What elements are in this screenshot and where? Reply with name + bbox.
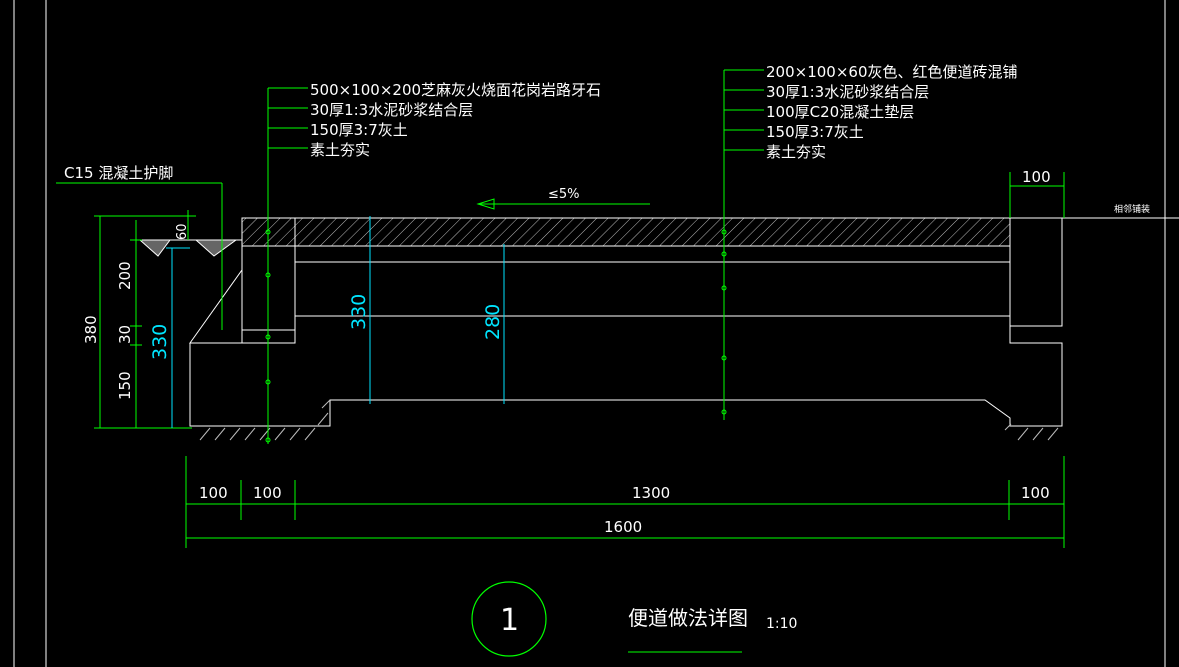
dimension-lines bbox=[94, 172, 1065, 548]
mortar-layer bbox=[294, 245, 1011, 263]
title-block: 1 便道做法详图 1:10 bbox=[471, 581, 797, 657]
left-note-2: 30厚1:3水泥砂浆结合层 bbox=[310, 101, 473, 119]
drawing-frame bbox=[13, 0, 1166, 667]
dim-width-1300: 1300 bbox=[632, 484, 670, 502]
slope-label: ≤5% bbox=[548, 187, 580, 202]
dim-150: 150 bbox=[116, 371, 134, 400]
dim-top-right: 100 bbox=[1022, 168, 1051, 186]
dim-330-mid: 330 bbox=[348, 294, 370, 330]
right-note-1: 200×100×60灰色、红色便道砖混铺 bbox=[766, 63, 1018, 81]
dim-width-100-b: 100 bbox=[253, 484, 282, 502]
lime-soil-layer bbox=[189, 315, 1063, 427]
dim-width-100-c: 100 bbox=[1021, 484, 1050, 502]
right-note-2: 30厚1:3水泥砂浆结合层 bbox=[766, 83, 929, 101]
detail-number: 1 bbox=[500, 603, 519, 638]
adjacent-paving-label: 相邻铺装 bbox=[1114, 203, 1150, 215]
ground-hatch bbox=[199, 399, 1059, 441]
paving-brick-layer bbox=[242, 218, 1010, 246]
ground-symbol-mid bbox=[194, 239, 238, 257]
dim-280: 280 bbox=[482, 304, 504, 340]
left-note-4: 素土夯实 bbox=[310, 141, 370, 159]
dim-width-100-a: 100 bbox=[199, 484, 228, 502]
left-note-1: 500×100×200芝麻灰火烧面花岗岩路牙石 bbox=[310, 81, 601, 99]
pavement-section bbox=[134, 217, 1179, 441]
dim-330-left: 330 bbox=[149, 324, 171, 360]
dim-width-1600: 1600 bbox=[604, 518, 642, 536]
detail-scale: 1:10 bbox=[766, 616, 797, 632]
dim-60: 60 bbox=[175, 223, 190, 240]
concrete-layer bbox=[294, 261, 1011, 317]
dim-200: 200 bbox=[116, 261, 134, 290]
c15-footing bbox=[189, 268, 243, 344]
right-note-5: 素土夯实 bbox=[766, 143, 826, 161]
footing-label: C15 混凝土护脚 bbox=[64, 164, 173, 182]
right-note-3: 100厚C20混凝土垫层 bbox=[766, 103, 914, 121]
right-note-4: 150厚3:7灰土 bbox=[766, 123, 864, 141]
dim-380: 380 bbox=[82, 315, 100, 344]
ground-symbol-left bbox=[138, 239, 171, 257]
slope-arrow bbox=[476, 198, 650, 210]
right-curb bbox=[1009, 217, 1063, 327]
dim-30: 30 bbox=[116, 325, 134, 344]
detail-title: 便道做法详图 bbox=[628, 606, 748, 630]
left-note-3: 150厚3:7灰土 bbox=[310, 121, 408, 139]
leaders bbox=[56, 69, 764, 444]
detail-number-circle bbox=[471, 581, 547, 657]
